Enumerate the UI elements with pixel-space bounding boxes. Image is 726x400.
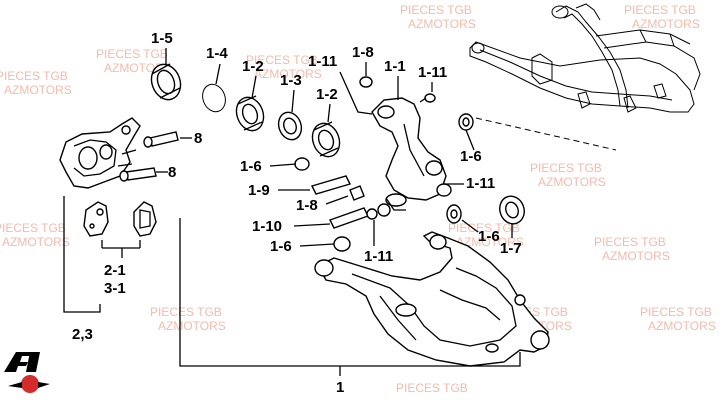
watermark-text: PIECES TGB: [150, 305, 222, 319]
part-label: 1-6: [460, 148, 482, 165]
part-label: 1-7: [500, 240, 522, 257]
watermark-text: AZMOTORS: [254, 67, 322, 81]
watermark-text: PIECES TGB: [0, 69, 68, 83]
watermark-group: PIECES TGB AZMOTORS PIECES TGB AZMOTORS …: [0, 3, 716, 395]
washer-part: [446, 204, 462, 224]
watermark-text: PIECES TGB: [448, 221, 520, 235]
watermark-text: PIECES TGB: [246, 53, 318, 67]
washer-part: [458, 113, 474, 131]
bolt-part: [143, 131, 179, 148]
part-label: 1-8: [296, 197, 318, 214]
spacer-part: [277, 111, 303, 141]
seal-part: [499, 195, 525, 225]
pin-part: [310, 175, 352, 195]
watermark-text: AZMOTORS: [602, 249, 670, 263]
brake-pad-part: [83, 201, 109, 237]
watermark-text: AZMOTORS: [2, 235, 70, 249]
watermark-text: PIECES TGB: [396, 381, 468, 395]
watermark-text: PIECES TGB: [400, 3, 472, 17]
part-label: 1-2: [316, 86, 338, 103]
part-label: 1-11: [308, 53, 337, 70]
part-label: 1-2: [242, 58, 264, 75]
circlip-part: [202, 83, 226, 113]
part-label: 2-1: [104, 262, 126, 279]
part-label: 2,3: [72, 326, 93, 343]
watermark-text: AZMOTORS: [158, 319, 226, 333]
watermark-text: PIECES TGB: [594, 235, 666, 249]
brake-pad-part: [133, 201, 157, 237]
part-label: 1-11: [466, 175, 495, 192]
watermark-text: PIECES TGB: [530, 161, 602, 175]
washer-part: [333, 236, 351, 252]
watermark-text: AZMOTORS: [648, 319, 716, 333]
watermark-text: PIECES TGB: [96, 47, 168, 61]
frame-assembly: [469, 3, 701, 113]
part-label: 1-8: [352, 44, 374, 61]
part-label: 8: [194, 130, 202, 147]
watermark-text: AZMOTORS: [632, 17, 700, 31]
part-label: 1-11: [364, 248, 393, 265]
part-label: 1-3: [280, 72, 302, 89]
part-label: 1-6: [270, 238, 292, 255]
dashed-reference-line: [475, 117, 617, 151]
leader-lines: [63, 48, 521, 376]
part-label: 1-1: [384, 58, 406, 75]
watermark-text: AZMOTORS: [538, 175, 606, 189]
nut-part: [349, 185, 365, 201]
brake-caliper-part: [59, 117, 141, 189]
part-label: 1-6: [240, 158, 262, 175]
part-label: 1-4: [206, 45, 228, 62]
part-label: 1-11: [418, 64, 447, 81]
part-label: 1-10: [252, 218, 282, 235]
part-label: 3-1: [104, 280, 126, 297]
watermark-text: AZMOTORS: [456, 235, 524, 249]
pin-part: [329, 207, 369, 229]
bolt-part: [419, 93, 436, 103]
watermark-text: AZMOTORS: [408, 17, 476, 31]
part-labels: 1-5 1-4 1-2 1-3 1-2 1-11 1-8 1-1 1-11 8 …: [72, 30, 522, 396]
watermark-text: PIECES TGB: [624, 3, 696, 17]
bushing-part: [359, 76, 373, 88]
bearing-part: [311, 121, 341, 158]
part-label: 8: [168, 164, 176, 181]
washer-part: [294, 157, 310, 171]
watermark-text: AZMOTORS: [4, 83, 72, 97]
watermark-text: PIECES TGB: [640, 305, 712, 319]
watermark-text: PIECES TGB: [0, 221, 66, 235]
bolt-part: [119, 167, 157, 182]
knuckle-part: [371, 97, 452, 211]
bearing-part: [235, 95, 265, 132]
part-label: 1-6: [478, 228, 500, 245]
part-label: 1: [336, 379, 344, 396]
swing-arm-part: [314, 231, 550, 367]
seal-part: [150, 63, 182, 101]
part-label: 1-9: [248, 182, 270, 199]
azmotors-logo-icon: [4, 352, 50, 393]
part-label: 1-5: [151, 30, 173, 47]
washer-part: [366, 203, 391, 220]
